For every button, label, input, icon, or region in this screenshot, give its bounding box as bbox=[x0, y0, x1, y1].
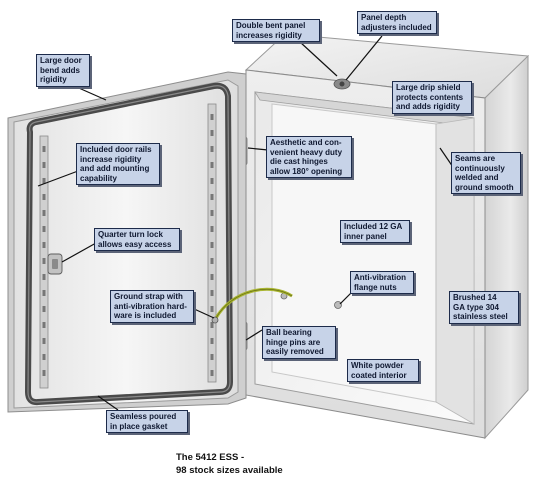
rail-slot bbox=[210, 146, 214, 152]
callout-seams: Seams are continuously welded and ground… bbox=[451, 152, 521, 194]
callout-brushed-steel: Brushed 14 GA type 304 stainless steel bbox=[449, 291, 519, 324]
leader-lines bbox=[37, 35, 456, 411]
rail-slot bbox=[210, 162, 214, 168]
rail-slot bbox=[42, 162, 46, 168]
rail-slot bbox=[42, 322, 46, 328]
rail-slot bbox=[42, 226, 46, 232]
leader-hinges bbox=[247, 147, 269, 151]
rail-slot bbox=[210, 338, 214, 344]
callout-powder-coat: White powder coated interior bbox=[347, 359, 419, 382]
rail-slot bbox=[210, 130, 214, 136]
rail-slot bbox=[210, 306, 214, 312]
door-rail-slots bbox=[42, 114, 214, 376]
rail-slot bbox=[210, 258, 214, 264]
callout-anti-vibration: Anti-vibration flange nuts bbox=[350, 271, 414, 294]
rail-slot bbox=[210, 114, 214, 120]
rail-slot bbox=[210, 290, 214, 296]
rail-slot bbox=[210, 226, 214, 232]
interior-right-wall bbox=[435, 117, 475, 425]
rail-slot bbox=[42, 370, 46, 376]
rail-slot bbox=[210, 274, 214, 280]
callout-door-rails: Included door rails increase rigidity an… bbox=[76, 143, 160, 185]
rail-slot bbox=[210, 178, 214, 184]
rail-slot bbox=[210, 210, 214, 216]
leader-large-door-bend bbox=[71, 84, 107, 101]
callout-ground-strap: Ground strap with anti-vibration hard- w… bbox=[110, 290, 194, 323]
callout-large-door-bend: Large door bend adds rigidity bbox=[36, 54, 90, 87]
leader-ground-strap bbox=[191, 307, 215, 319]
callout-double-bent-panel: Double bent panel increases rigidity bbox=[232, 19, 320, 42]
rail-slot bbox=[210, 322, 214, 328]
caption-subtitle: 98 stock sizes available bbox=[176, 465, 283, 476]
callout-drip-shield: Large drip shield protects contents and … bbox=[392, 81, 472, 114]
leader-anti-vibration bbox=[339, 291, 353, 305]
rail-slot bbox=[42, 258, 46, 264]
caption-title: The 5412 ESS - bbox=[176, 452, 245, 463]
leader-gasket bbox=[97, 395, 119, 411]
rail-slot bbox=[42, 338, 46, 344]
rail-slot bbox=[42, 194, 46, 200]
rail-slot bbox=[42, 354, 46, 360]
rail-slot bbox=[210, 242, 214, 248]
callout-gasket: Seamless poured in place gasket bbox=[106, 410, 188, 433]
callout-hinge-pins: Ball bearing hinge pins are easily remov… bbox=[262, 326, 336, 359]
leader-quarter-turn-lock bbox=[61, 242, 97, 263]
ground-strap-stud bbox=[211, 316, 219, 324]
leader-double-bent-panel bbox=[299, 41, 338, 77]
callout-hinges: Aesthetic and con- venient heavy duty di… bbox=[266, 136, 352, 178]
leader-panel-depth bbox=[345, 35, 383, 81]
rail-slot bbox=[210, 370, 214, 376]
rail-slot bbox=[42, 146, 46, 152]
callout-panel-depth: Panel depth adjusters included bbox=[357, 11, 437, 34]
leader-hinge-pins bbox=[245, 329, 263, 341]
rail-slot bbox=[210, 354, 214, 360]
rail-slot bbox=[42, 274, 46, 280]
enclosure-side-face bbox=[484, 54, 529, 440]
rail-slot bbox=[42, 290, 46, 296]
callout-quarter-turn-lock: Quarter turn lock allows easy access bbox=[94, 228, 180, 251]
rail-slot bbox=[42, 306, 46, 312]
rail-slot bbox=[42, 178, 46, 184]
rail-slot bbox=[210, 194, 214, 200]
flange-nut-upper bbox=[334, 301, 342, 309]
callout-inner-panel: Included 12 GA inner panel bbox=[340, 220, 410, 243]
rail-slot bbox=[42, 242, 46, 248]
rail-slot bbox=[42, 210, 46, 216]
